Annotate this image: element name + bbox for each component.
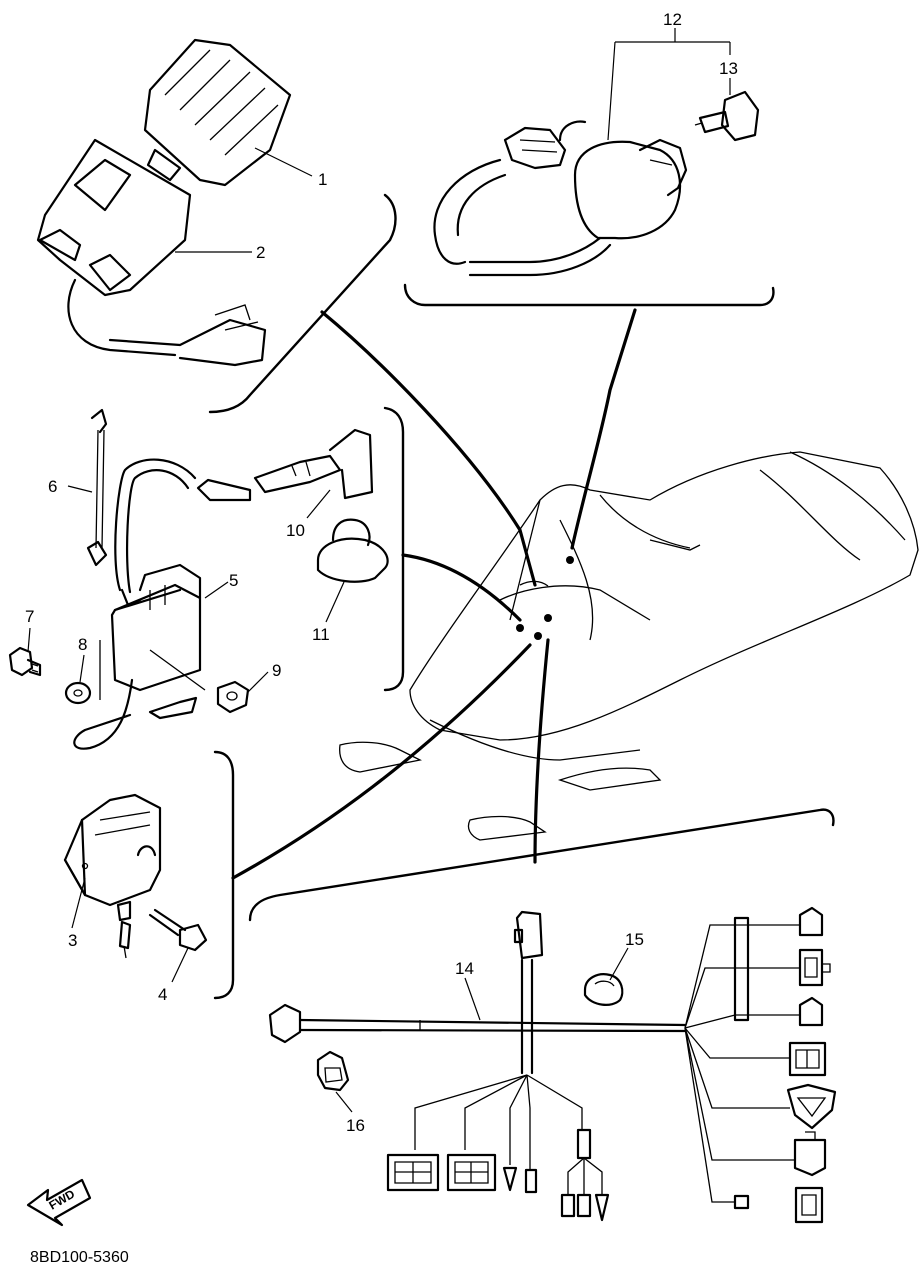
part-clamp-16 xyxy=(316,1050,350,1092)
part-rubber-boot xyxy=(316,518,389,583)
group-bracket-harness xyxy=(248,808,835,922)
callout-9: 9 xyxy=(272,661,281,680)
callout-16: 16 xyxy=(346,1116,365,1135)
callout-7: 7 xyxy=(25,607,34,626)
callout-2: 2 xyxy=(256,243,265,262)
group-bracket-regulator xyxy=(213,750,235,1000)
part-washer-8 xyxy=(64,681,92,705)
part-cdi-bracket xyxy=(36,138,267,367)
part-plug-cap xyxy=(253,428,374,500)
part-bolt-7 xyxy=(8,646,42,677)
callout-11: 11 xyxy=(312,625,330,644)
part-main-switch xyxy=(433,120,688,277)
group-bracket-coil xyxy=(383,406,405,692)
callout-10: 10 xyxy=(286,521,305,540)
callout-1: 1 xyxy=(318,170,327,189)
callout-6: 6 xyxy=(48,477,57,496)
callout-labels: 1 2 3 4 5 6 7 8 9 10 11 12 13 14 15 16 xyxy=(25,10,738,1135)
location-pointers xyxy=(231,308,637,880)
part-regulator xyxy=(63,793,162,959)
callout-3: 3 xyxy=(68,931,77,950)
part-grommet-9 xyxy=(216,680,250,714)
group-bracket-cdi xyxy=(208,193,397,414)
callout-8: 8 xyxy=(78,635,87,654)
part-cdi-unit xyxy=(143,38,292,187)
callout-4: 4 xyxy=(158,985,167,1004)
part-lead-wire xyxy=(73,640,206,750)
part-ground-lead xyxy=(86,408,108,567)
callout-5: 5 xyxy=(229,571,238,590)
part-key xyxy=(694,90,760,142)
callout-leaders xyxy=(27,28,731,1113)
snowmobile-outline xyxy=(339,451,919,841)
part-bolt-4 xyxy=(148,908,208,952)
drawing-code: 8BD100-5360 xyxy=(30,1249,129,1266)
callout-13: 13 xyxy=(719,59,738,78)
part-grommet-15 xyxy=(583,973,624,1006)
part-wire-harness xyxy=(268,906,837,1224)
group-bracket-switch xyxy=(403,283,775,307)
callout-14: 14 xyxy=(455,959,474,978)
part-ignition-coil xyxy=(110,458,252,692)
callout-12: 12 xyxy=(663,10,682,29)
fwd-arrow-icon: FWD xyxy=(26,1178,92,1227)
callout-15: 15 xyxy=(625,930,644,949)
